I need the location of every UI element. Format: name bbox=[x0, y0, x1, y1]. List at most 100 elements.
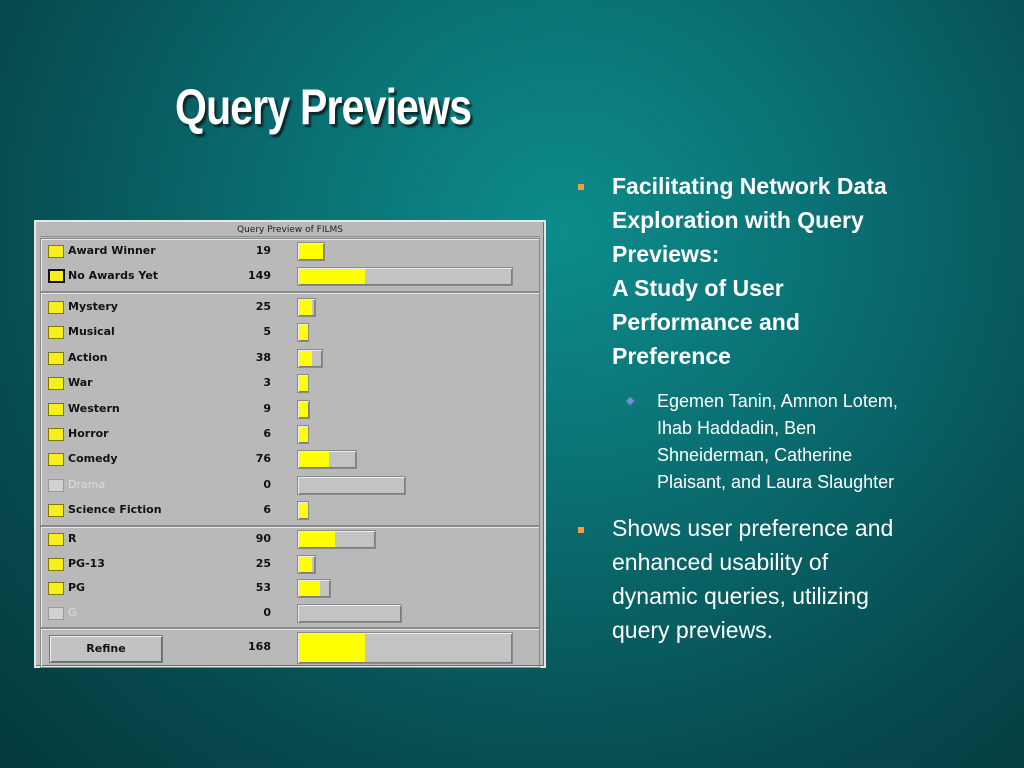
row-label: PG-13 bbox=[68, 556, 105, 570]
preview-bar bbox=[297, 298, 316, 317]
row-count: 25 bbox=[255, 300, 271, 313]
query-row[interactable]: R 90 bbox=[41, 530, 539, 550]
row-label: Western bbox=[68, 401, 120, 415]
row-count: 0 bbox=[263, 477, 271, 491]
text-line: enhanced usability of bbox=[612, 549, 829, 575]
text-line: A Study of User bbox=[612, 275, 784, 301]
query-row[interactable]: Western 9 bbox=[41, 399, 539, 420]
row-label: Horror bbox=[68, 427, 109, 440]
query-row[interactable]: War 3 bbox=[41, 374, 539, 394]
preview-bar bbox=[297, 399, 310, 419]
row-count: 5 bbox=[263, 325, 271, 339]
checkbox-icon[interactable] bbox=[48, 478, 64, 492]
row-count: 0 bbox=[263, 605, 271, 619]
checkbox-icon[interactable] bbox=[48, 301, 64, 314]
query-row[interactable]: Mystery 25 bbox=[41, 298, 539, 318]
refine-group: Refine 168 bbox=[40, 628, 540, 668]
preview-bar bbox=[297, 374, 309, 394]
preview-bar bbox=[297, 425, 309, 444]
preview-bar-fill bbox=[299, 581, 320, 596]
row-count: 90 bbox=[255, 532, 271, 545]
row-count: 9 bbox=[263, 401, 271, 415]
row-label: Mystery bbox=[68, 300, 118, 313]
row-label: Drama bbox=[68, 477, 106, 491]
window-title: Query Preview of FILMS bbox=[40, 224, 540, 237]
refine-count: 168 bbox=[248, 640, 271, 653]
preview-bar bbox=[297, 554, 316, 574]
preview-bar-fill bbox=[299, 532, 335, 547]
checkbox-icon[interactable] bbox=[48, 533, 64, 546]
checkbox-icon[interactable] bbox=[48, 269, 65, 283]
preview-bar bbox=[297, 579, 331, 598]
preview-bar-fill bbox=[299, 427, 308, 442]
refine-button[interactable]: Refine bbox=[49, 635, 163, 663]
checkbox-icon[interactable] bbox=[48, 504, 64, 518]
checkbox-icon[interactable] bbox=[48, 245, 64, 258]
text-line: Shneiderman, Catherine bbox=[657, 445, 853, 465]
checkbox-icon[interactable] bbox=[48, 428, 64, 441]
row-label: Award Winner bbox=[68, 244, 156, 257]
query-row[interactable]: Action 38 bbox=[41, 348, 539, 369]
bullet-marker-2 bbox=[578, 527, 584, 533]
checkbox-icon[interactable] bbox=[48, 377, 64, 391]
text-line: Performance and bbox=[612, 309, 800, 335]
text-line: Ihab Haddadin, Ben bbox=[657, 418, 817, 438]
bullet-marker-1 bbox=[578, 184, 584, 190]
preview-bar bbox=[297, 348, 323, 368]
checkbox-icon[interactable] bbox=[48, 351, 64, 365]
checkbox-icon[interactable] bbox=[48, 557, 64, 571]
preview-bar-fill bbox=[299, 325, 308, 341]
checkbox-icon[interactable] bbox=[48, 402, 64, 416]
checkbox-icon[interactable] bbox=[48, 453, 64, 467]
row-label: R bbox=[68, 532, 77, 545]
preview-bar bbox=[297, 475, 406, 495]
row-count: 76 bbox=[255, 452, 271, 466]
row-count: 3 bbox=[263, 376, 271, 390]
preview-bar-fill bbox=[299, 300, 312, 315]
text-line: Previews: bbox=[612, 241, 720, 267]
query-row[interactable]: Award Winner 19 bbox=[41, 242, 539, 262]
sub-bullet-authors: Egemen Tanin, Amnon Lotem, Ihab Haddadin,… bbox=[657, 388, 898, 496]
query-preview-window: Query Preview of FILMS Award Winner 19 No … bbox=[34, 220, 546, 668]
text-line: dynamic queries, utilizing bbox=[612, 583, 869, 609]
query-row[interactable]: Horror 6 bbox=[41, 425, 539, 445]
preview-bar-fill bbox=[299, 269, 365, 284]
preview-bar-fill bbox=[299, 503, 308, 519]
preview-bar bbox=[297, 242, 325, 261]
query-row[interactable]: PG-13 25 bbox=[41, 554, 539, 575]
row-count: 19 bbox=[255, 244, 271, 257]
text-line: Egemen Tanin, Amnon Lotem, bbox=[657, 391, 898, 411]
row-label: Action bbox=[68, 350, 108, 364]
query-row[interactable]: Musical 5 bbox=[41, 323, 539, 343]
preview-bar-fill bbox=[299, 376, 308, 392]
checkbox-icon[interactable] bbox=[48, 326, 64, 340]
preview-bar-fill bbox=[299, 556, 312, 572]
preview-bar bbox=[297, 501, 309, 521]
preview-bar-fill bbox=[299, 244, 323, 259]
row-label: War bbox=[68, 376, 93, 390]
row-count: 25 bbox=[255, 556, 271, 570]
row-count: 6 bbox=[263, 503, 271, 517]
text-line: Preference bbox=[612, 343, 731, 369]
text-line: Plaisant, and Laura Slaughter bbox=[657, 472, 895, 492]
preview-bar bbox=[297, 530, 376, 549]
refine-preview-fill bbox=[299, 634, 365, 662]
refine-preview-bar bbox=[297, 632, 513, 664]
query-row[interactable]: Drama 0 bbox=[41, 475, 539, 496]
preview-bar-fill bbox=[299, 350, 312, 366]
row-count: 38 bbox=[255, 350, 271, 364]
checkbox-icon[interactable] bbox=[48, 582, 64, 595]
row-label: Musical bbox=[68, 325, 115, 339]
row-count: 6 bbox=[263, 427, 271, 440]
preview-bar bbox=[297, 267, 513, 286]
preview-bar bbox=[297, 603, 402, 623]
checkbox-icon[interactable] bbox=[48, 606, 64, 620]
